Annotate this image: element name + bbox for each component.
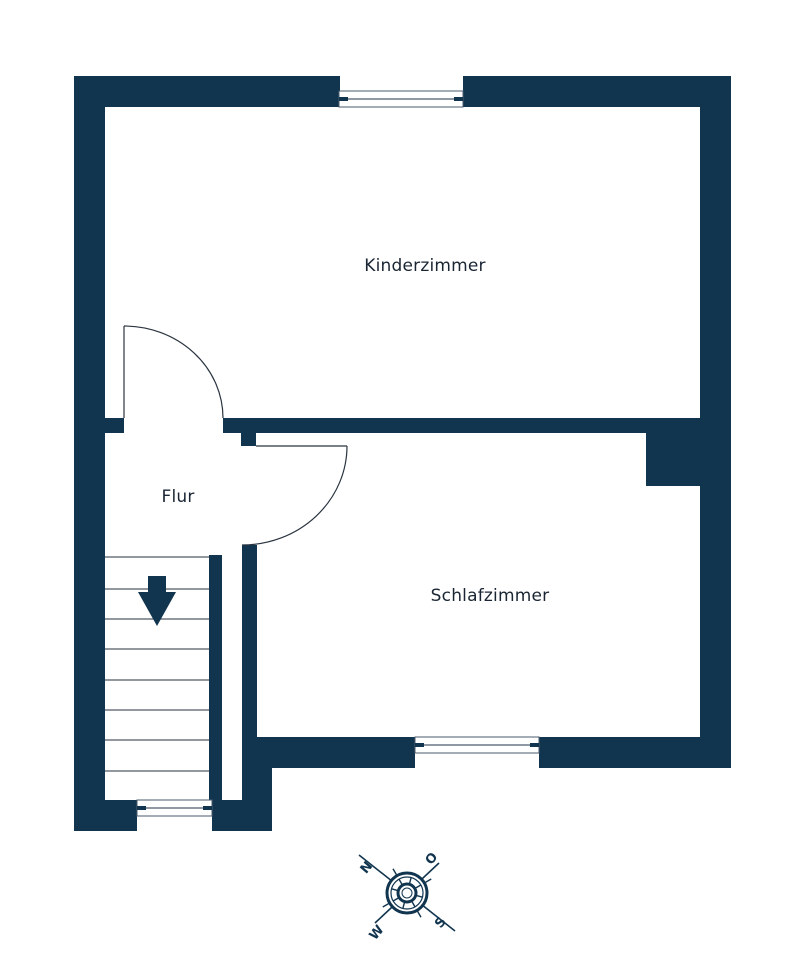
arrow-down-icon <box>138 576 176 626</box>
door-kinderzimmer <box>123 325 224 419</box>
staircase <box>105 556 209 772</box>
window-bottom <box>414 736 540 754</box>
window-stairs <box>136 799 213 817</box>
room-label-schlafzimmer: Schlafzimmer <box>430 586 550 606</box>
door-schlafzimmer <box>241 445 348 546</box>
compass-icon <box>358 854 456 932</box>
room-label-kinderzimmer: Kinderzimmer <box>364 256 486 276</box>
room-label-flur: Flur <box>161 487 195 507</box>
walls <box>74 76 731 831</box>
window-top <box>338 90 464 108</box>
